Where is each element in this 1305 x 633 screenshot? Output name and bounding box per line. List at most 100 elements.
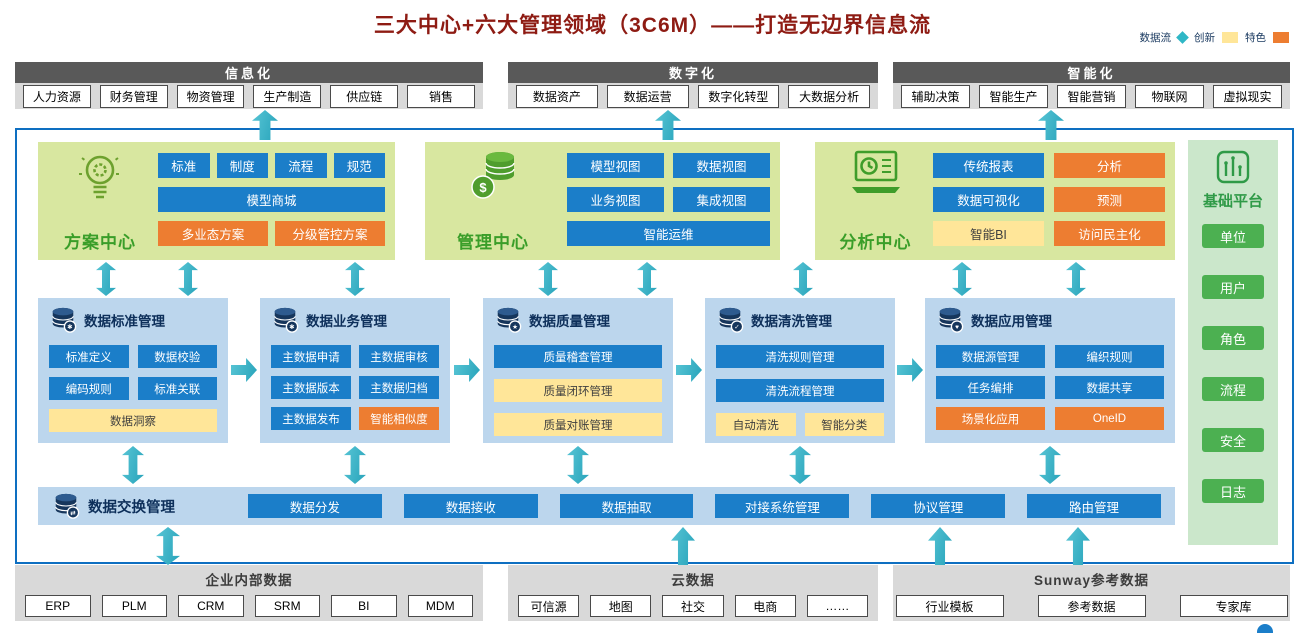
btn-traditional-report: 传统报表 (933, 153, 1044, 178)
svg-text:★: ★ (512, 324, 518, 331)
chip-decision-support: 辅助决策 (901, 84, 970, 108)
btn-oneid: OneID (1055, 407, 1164, 430)
management-center-title: 管理中心 (457, 233, 529, 252)
database-star-icon: ★ (497, 307, 522, 333)
chip-crm: CRM (178, 595, 244, 617)
coins-icon: $ (471, 152, 515, 199)
btn-org-unit: 单位 (1202, 224, 1264, 248)
btn-role: 角色 (1202, 326, 1264, 350)
chip-vr: 虚拟现实 (1213, 84, 1282, 108)
btn-process-admin: 流程 (1202, 377, 1264, 401)
panel-data-standard-management: ✱ 数据标准管理 标准定义 数据校验 编码规则 标准关联 数据洞察 (38, 298, 228, 443)
btn-quality-reconciliation: 质量对账管理 (494, 413, 662, 436)
chip-mdm: MDM (407, 595, 473, 617)
chip-social: 社交 (662, 595, 724, 617)
btn-data-sharing: 数据共享 (1055, 376, 1164, 399)
data-standard-title: 数据标准管理 (84, 314, 165, 329)
panel-data-exchange-management: ⇄ 数据交换管理 数据分发 数据接收 数据抽取 对接系统管理 协议管理 路由管理 (38, 487, 1175, 525)
chip-finance: 财务管理 (99, 84, 168, 108)
btn-smart-bi: 智能BI (933, 221, 1044, 246)
chip-erp: ERP (25, 595, 91, 617)
btn-data-validation: 数据校验 (137, 345, 217, 368)
chip-smart-marketing: 智能营销 (1057, 84, 1126, 108)
chip-supply-chain: 供应链 (330, 84, 399, 108)
svg-text:✓: ✓ (734, 324, 739, 331)
btn-model-view: 模型视图 (567, 153, 664, 178)
btn-data-distribution: 数据分发 (248, 494, 382, 518)
section-internal-data: 企业内部数据 ERP PLM CRM SRM BI MDM (15, 565, 483, 621)
internal-data-title: 企业内部数据 (205, 573, 293, 588)
btn-data-visualization: 数据可视化 (933, 187, 1044, 212)
btn-prediction: 预测 (1054, 187, 1165, 212)
btn-scenario-app: 场景化应用 (936, 407, 1045, 430)
btn-intelligent-ops: 智能运维 (567, 221, 770, 246)
btn-cleaning-process: 清洗流程管理 (716, 379, 884, 402)
chip-reference-data: 参考数据 (1037, 595, 1146, 617)
btn-quality-inspection: 质量稽查管理 (494, 345, 662, 368)
section-sunway-reference-data: Sunway参考数据 行业模板 参考数据 专家库 (893, 565, 1290, 621)
chip-map: 地图 (590, 595, 652, 617)
btn-tiered-control-plan: 分级管控方案 (275, 221, 385, 246)
panel-data-quality-management: ★ 数据质量管理 质量稽查管理 质量闭环管理 质量对账管理 (483, 298, 673, 443)
legend-dataflow-label: 数据流 (1139, 32, 1172, 44)
btn-model-mall: 模型商城 (158, 187, 385, 212)
btn-user: 用户 (1202, 275, 1264, 299)
database-check-icon: ✓ (719, 307, 744, 333)
data-quality-title: 数据质量管理 (529, 314, 610, 329)
btn-norm: 规范 (333, 153, 385, 178)
section-intelligence: 智能化 辅助决策 智能生产 智能营销 物联网 虚拟现实 (893, 62, 1290, 109)
btn-mdm-review: 主数据审核 (359, 345, 439, 368)
svg-text:⇄: ⇄ (70, 510, 76, 517)
btn-data-insight: 数据洞察 (49, 409, 217, 432)
analysis-center-title: 分析中心 (839, 233, 912, 252)
base-platform-title: 基础平台 (1202, 193, 1263, 210)
btn-log: 日志 (1202, 479, 1264, 503)
btn-datasource-mgmt: 数据源管理 (936, 345, 1045, 368)
svg-text:✱: ✱ (67, 324, 72, 331)
btn-integration-view: 集成视图 (673, 187, 770, 212)
monitor-clock-icon (851, 150, 900, 193)
btn-standard-association: 标准关联 (137, 377, 217, 400)
panel-data-business-management: ✱ 数据业务管理 主数据申请 主数据审核 主数据版本 主数据归档 主数据发布 智… (260, 298, 450, 443)
chip-data-asset: 数据资产 (516, 84, 598, 108)
chip-smart-production: 智能生产 (979, 84, 1048, 108)
panel-management-center: $ 管理中心 模型视图 数据视图 业务视图 集成视图 智能运维 (425, 142, 780, 260)
panel-analysis-center: 分析中心 传统报表 分析 数据可视化 预测 智能BI 访问民主化 (815, 142, 1175, 260)
btn-coding-rules: 编码规则 (49, 377, 129, 400)
chip-expert-library: 专家库 (1179, 595, 1288, 617)
chip-big-data-analysis: 大数据分析 (788, 84, 870, 108)
btn-protocol-mgmt: 协议管理 (871, 494, 1006, 518)
panel-solution-center: 方案中心 标准 制度 流程 规范 模型商城 多业态方案 分级管控方案 (38, 142, 395, 260)
cloud-data-title: 云数据 (671, 573, 715, 588)
panel-base-platform: 基础平台 单位 用户 角色 流程 安全 日志 (1188, 140, 1278, 545)
data-cleaning-title: 数据清洗管理 (751, 314, 832, 329)
database-gear-icon: ✱ (274, 307, 299, 333)
btn-process: 流程 (275, 153, 327, 178)
database-gear-icon: ✱ (52, 307, 77, 333)
btn-standard-definition: 标准定义 (49, 345, 129, 368)
chip-more-ellipsis: …… (806, 595, 869, 617)
btn-smart-similarity: 智能相似度 (359, 407, 439, 430)
btn-business-view: 业务视图 (567, 187, 664, 212)
innovation-swatch (1222, 32, 1238, 43)
chip-production: 生产制造 (253, 84, 322, 108)
svg-text:✱: ✱ (289, 324, 294, 331)
data-exchange-title: 数据交换管理 (88, 499, 175, 516)
platform-chart-icon (1216, 150, 1250, 184)
chip-data-operations: 数据运营 (606, 84, 689, 108)
sunway-data-title: Sunway参考数据 (1033, 573, 1149, 588)
btn-mdm-publish: 主数据发布 (271, 407, 351, 430)
btn-system: 制度 (216, 153, 268, 178)
btn-task-orchestration: 任务编排 (936, 376, 1045, 399)
page-title: 三大中心+六大管理领域（3C6M）——打造无边界信息流 (373, 14, 932, 37)
legend-special-label: 特色 (1245, 32, 1266, 44)
section-informatization: 信息化 人力资源 财务管理 物资管理 生产制造 供应链 销售 (15, 62, 483, 109)
section-informatization-title: 信息化 (15, 62, 483, 83)
panel-data-application-management: ♥ 数据应用管理 数据源管理 编织规则 任务编排 数据共享 场景化应用 OneI… (925, 298, 1175, 443)
dataflow-arrow-icon (1176, 31, 1189, 44)
btn-access-democratization: 访问民主化 (1054, 221, 1165, 246)
chip-hr: 人力资源 (23, 84, 91, 108)
chip-iot: 物联网 (1135, 84, 1204, 108)
chip-ecommerce: 电商 (734, 595, 796, 617)
